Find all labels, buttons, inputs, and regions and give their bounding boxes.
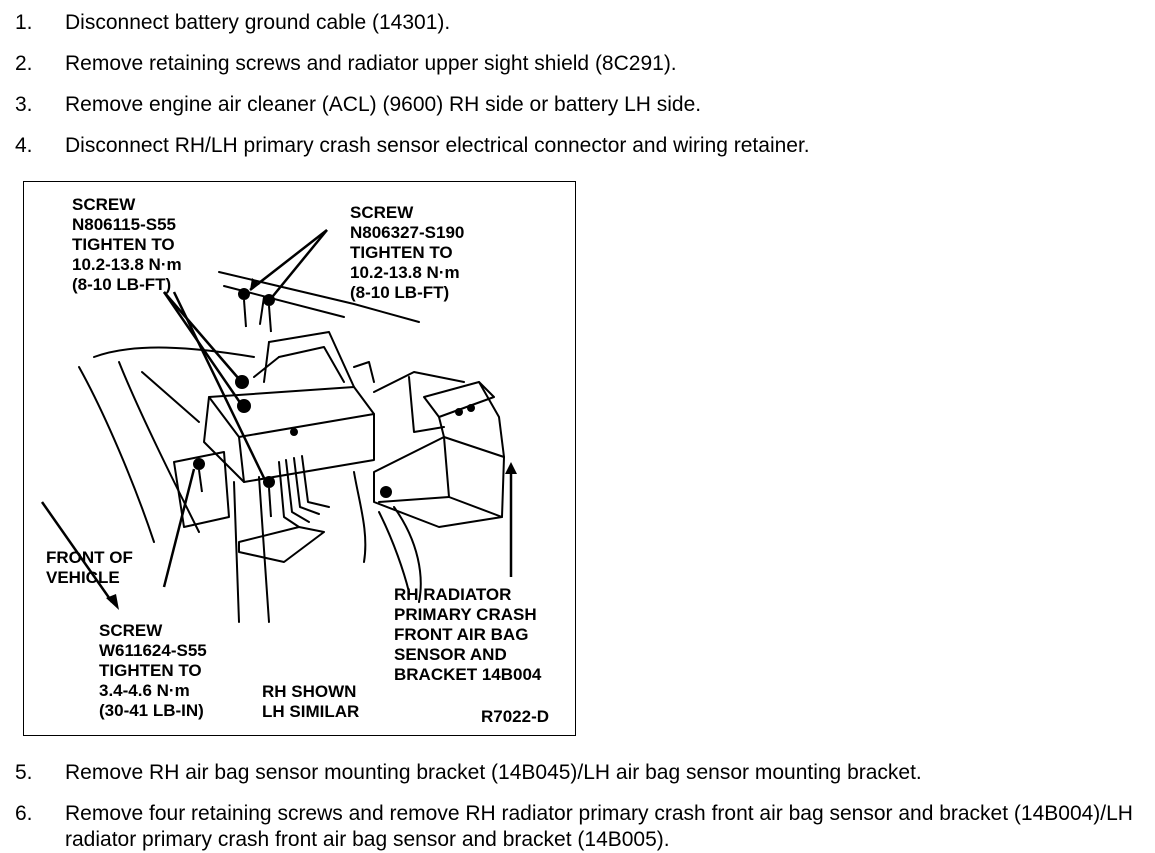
sensor-label-line-1: RH RADIATOR	[394, 585, 511, 604]
step-number: 3.	[15, 93, 33, 116]
screw-left-label-line-5: (8-10 LB-FT)	[72, 275, 171, 294]
screw-bottom-label-line-2: W611624-S55	[99, 641, 207, 660]
step-number: 2.	[15, 52, 33, 75]
screw-left-label-line-2: N806115-S55	[72, 215, 176, 234]
figure-id: R7022-D	[481, 707, 549, 726]
step-text: Remove four retaining screws and remove …	[65, 802, 1133, 851]
screw-right-label-line-3: TIGHTEN TO	[350, 243, 453, 262]
front-label-line-1: FRONT OF	[46, 548, 133, 567]
sensor-illustration: SCREW N806115-S55 TIGHTEN TO 10.2-13.8 N…	[23, 181, 576, 736]
screw-bottom-label-line-1: SCREW	[99, 621, 163, 640]
step-number: 6.	[15, 802, 33, 825]
illustration-drawing: SCREW N806115-S55 TIGHTEN TO 10.2-13.8 N…	[40, 195, 549, 726]
sensor-label-line-2: PRIMARY CRASH	[394, 605, 537, 624]
screw-right-label-line-4: 10.2-13.8 N·m	[350, 263, 460, 282]
sensor-label-line-3: FRONT AIR BAG	[394, 625, 528, 644]
screw-right-label-line-2: N806327-S190	[350, 223, 464, 242]
screw-bottom-label-line-3: TIGHTEN TO	[99, 661, 202, 680]
step-number: 5.	[15, 761, 33, 784]
step-text: Disconnect battery ground cable (14301).	[65, 11, 451, 34]
screw-bottom-label-line-5: (30-41 LB-IN)	[99, 701, 204, 720]
step-text: Remove retaining screws and radiator upp…	[65, 52, 677, 75]
note-line-1: RH SHOWN	[262, 682, 356, 701]
screw-left-label-line-1: SCREW	[72, 195, 136, 214]
note-line-2: LH SIMILAR	[262, 702, 359, 721]
front-label-line-2: VEHICLE	[46, 568, 120, 587]
screw-left-label-line-4: 10.2-13.8 N·m	[72, 255, 182, 274]
step-number: 4.	[15, 134, 33, 157]
step-text: Remove engine air cleaner (ACL) (9600) R…	[65, 93, 702, 116]
step-text: Disconnect RH/LH primary crash sensor el…	[65, 134, 810, 157]
sensor-label-line-5: BRACKET 14B004	[394, 665, 542, 684]
sensor-label-line-4: SENSOR AND	[394, 645, 507, 664]
screw-left-label-line-3: TIGHTEN TO	[72, 235, 175, 254]
screw-right-label-line-5: (8-10 LB-FT)	[350, 283, 449, 302]
screw-right-label-line-1: SCREW	[350, 203, 414, 222]
step-number: 1.	[15, 11, 33, 34]
step-text: Remove RH air bag sensor mounting bracke…	[65, 761, 922, 784]
screw-bottom-label-line-4: 3.4-4.6 N·m	[99, 681, 190, 700]
